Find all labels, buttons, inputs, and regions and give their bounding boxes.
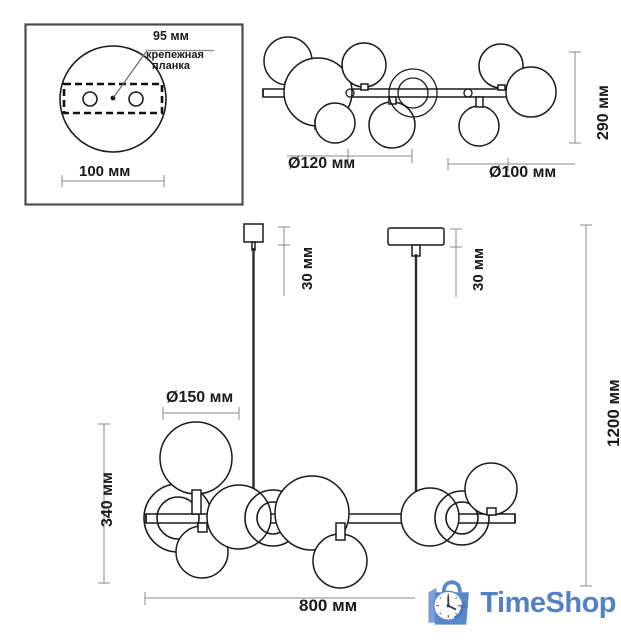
total-width-label: 800 мм: [299, 596, 358, 615]
total-height-label: 1200 мм: [604, 379, 621, 447]
stem-top-5: [388, 96, 397, 105]
globe-top-4: [341, 42, 387, 88]
top-height-label: 290 мм: [595, 85, 612, 140]
globe-top-6-ring-inner: [397, 77, 429, 109]
strap-hole-left: [82, 91, 98, 107]
base-plate-circle: [59, 45, 167, 153]
canopy-right-label: 30 мм: [470, 247, 487, 291]
stem-top-8: [475, 96, 484, 108]
pendant-right-group: [387, 227, 462, 512]
globe-main-ring-inner-left: [156, 496, 200, 540]
callout-label-line1: крепежная: [146, 49, 204, 61]
globe-top-3: [314, 102, 356, 144]
globe-main-top: [159, 421, 233, 495]
timeshop-brand-text: TimeShop: [480, 586, 616, 619]
globe120-label: Ø120 мм: [288, 155, 356, 172]
ceiling-mount-detail-group: [24, 23, 244, 206]
rod-node-left: [345, 88, 355, 98]
callout-dimension-label: 95 мм: [153, 29, 189, 43]
globe-top-9: [505, 66, 557, 118]
globe-top-6-ring-outer: [388, 68, 438, 118]
stem-main-right-upper: [486, 507, 497, 516]
stem-top-4: [360, 83, 369, 91]
globe-top-5: [368, 101, 416, 149]
base-diameter-label: 100 мм: [79, 163, 131, 180]
globe-top-8: [458, 105, 500, 147]
globe100-label: Ø100 мм: [489, 164, 557, 181]
globe150-label: Ø150 мм: [166, 389, 234, 406]
globe-main-center: [274, 475, 350, 551]
globe-main-right: [400, 487, 460, 547]
mounting-strap-dashed: [62, 82, 164, 115]
callout-label-line2: планка: [152, 60, 191, 72]
stem-top-7: [497, 84, 506, 91]
globe-main-mid-left: [206, 484, 272, 550]
stem-main-lower-center: [335, 522, 346, 541]
canopy-round: [387, 227, 445, 246]
fixture-height-label: 340 мм: [99, 472, 116, 527]
chandelier-elevation-group: [98, 224, 592, 605]
globe-main-right-upper: [464, 462, 518, 516]
globe-main-lower-center: [312, 533, 368, 589]
strap-hole-right: [128, 91, 144, 107]
stem-main-lower-left: [197, 522, 208, 533]
canopy-square: [243, 223, 264, 243]
globe-main-ring-outer-right: [434, 490, 490, 546]
rod-node-right: [463, 88, 473, 98]
stem-main-top: [191, 489, 202, 515]
canopy-left-label: 30 мм: [299, 246, 316, 290]
flush-mount-elevation-group: [262, 36, 581, 171]
pendant-left-group: [243, 223, 290, 520]
timeshop-watermark: TimeShop: [424, 572, 616, 634]
shopping-bag-clock-icon: [428, 580, 469, 625]
detail-box-frame: [24, 23, 244, 206]
globe-main-ring-inner-right: [445, 501, 479, 535]
